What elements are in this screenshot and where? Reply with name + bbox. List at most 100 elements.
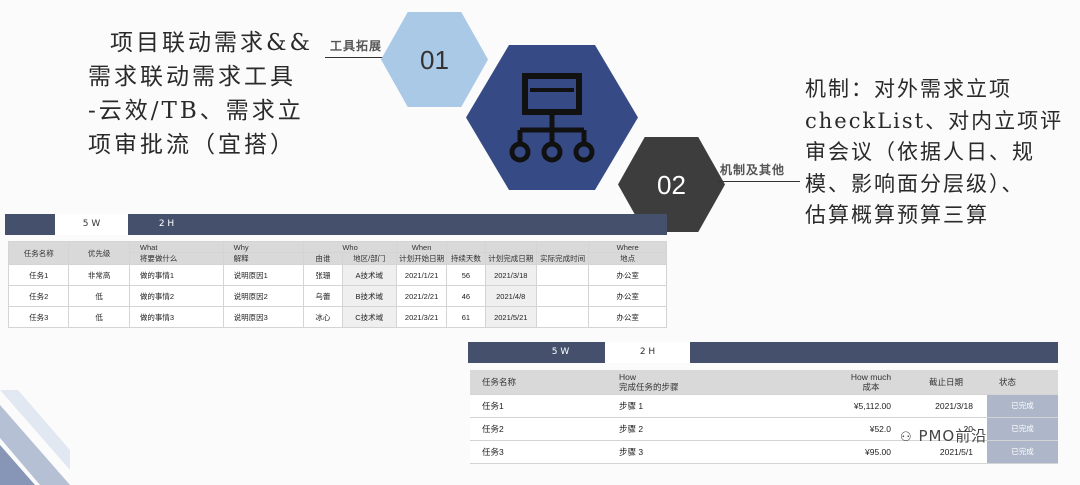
wechat-icon: ⚇ [900,430,913,445]
status-badge: 已完成 [987,440,1058,464]
col-how-much-sub: 成本 [862,381,880,392]
tab-2h[interactable]: 2 H [605,342,690,363]
cell: 办公室 [588,264,667,286]
cell: 冰心 [303,306,343,328]
cell: 2021/5/1 [905,440,987,464]
cell [535,306,590,328]
col-how-much: How much 成本 [837,370,905,395]
corner-decoration [0,390,70,485]
hierarchy-icon [509,73,595,163]
col-priority: 优先级 [68,241,130,265]
cell: 2021/3/18 [484,264,537,286]
right-text-line: 审会议（依据人日、规 [805,140,1035,164]
group-when: When [395,241,448,253]
watermark-text: PMO前沿 [918,427,988,445]
cell: 步骤 1 [607,394,837,418]
col-task-name: 任务名称 [470,370,607,395]
col-plan-start: 计划开始日期 [395,252,448,265]
cell: 低 [68,285,130,307]
cell: 张珊 [303,264,343,286]
tag-line [325,57,385,58]
cell: 步骤 2 [607,417,837,441]
col-why: 解释 [222,252,305,265]
table-row[interactable]: 任务1 非常高 做的事情1 说明原因1 张珊 A技术域 2021/1/21 56… [7,264,667,286]
five-w-table-panel: 5 W 2 H 任务名称 优先级 What Why Who When Where… [5,214,667,336]
right-text-line: 估算概算预算三算 [805,203,989,227]
cell: 任务2 [7,285,70,307]
col-duration: 持续天数 [446,252,486,265]
hex-01 [381,12,488,107]
cell: 非常高 [68,264,130,286]
group-where: Where [588,241,667,253]
cell: 2021/2/21 [395,285,448,307]
cell: ¥95.00 [837,440,905,464]
col-task-name: 任务名称 [7,241,70,265]
tab-5w[interactable]: 5 W [551,347,570,357]
table-row[interactable]: 任务1 步骤 1 ¥5,112.00 2021/3/18 已完成 [470,394,1058,418]
right-text-line: checkList、对内立项评 [805,108,1064,133]
right-text-line: 模、影响面分层级）、 [805,171,1025,196]
cell: 任务1 [7,264,70,286]
col-how-title: How [619,371,637,382]
left-text-line: 项审批流（宜搭） [88,132,296,158]
cell: 2021/5/21 [484,306,537,328]
cell: 任务2 [470,417,607,441]
cell: ¥52.0 [837,417,905,441]
mechanism-description: 机制：对外需求立项 checkList、对内立项评 审会议（依据人日、规 模、影… [805,74,1080,232]
col-who: 由谁 [303,252,343,265]
cell: C技术域 [341,306,397,328]
cell: 做的事情2 [128,285,224,307]
tab-bar [5,214,667,235]
cell: 低 [68,306,130,328]
two-h-table-panel: 5 W 2 H 任务名称 How 完成任务的步骤 How much 成本 截止日… [468,342,1058,467]
tag-line [718,181,800,182]
two-h-table: 任务名称 How 完成任务的步骤 How much 成本 截止日期 状态 任务1… [470,370,1058,464]
left-text-line: 项目联动需求&& [110,30,313,56]
cell: B技术域 [341,285,397,307]
cell: 办公室 [588,306,667,328]
cell: 办公室 [588,285,667,307]
group-what: What [128,241,224,253]
tag-tool-expansion: 工具拓展 [330,39,383,53]
cell: 说明原因3 [222,306,305,328]
left-text-line: 需求联动需求工具 [88,64,296,90]
col-how: How 完成任务的步骤 [607,370,837,395]
cell: 2021/3/18 [905,394,987,418]
cell: 任务3 [470,440,607,464]
table-row[interactable]: 任务2 低 做的事情2 说明原因2 乌蕾 B技术域 2021/2/21 46 2… [7,285,667,307]
status-badge: 已完成 [987,417,1058,441]
cell: 做的事情3 [128,306,224,328]
table-row[interactable]: 任务3 低 做的事情3 说明原因3 冰心 C技术域 2021/3/21 61 2… [7,306,667,328]
group-why: Why [222,241,305,253]
cell [535,285,590,307]
tag-mechanism: 机制及其他 [720,163,786,177]
cell: ¥5,112.00 [837,394,905,418]
col-status: 状态 [987,370,1058,395]
hex-02-number: 02 [657,170,686,200]
cell: 任务1 [470,394,607,418]
cell: 任务3 [7,306,70,328]
cell: 2021/1/21 [395,264,448,286]
col-how-much-title: How much [850,371,892,382]
tab-5w[interactable]: 5 W [55,214,128,235]
table-row[interactable]: 任务2 步骤 2 ¥52.0 20 已完成 [470,417,1058,441]
cell: 56 [446,264,486,286]
cell: 乌蕾 [303,285,343,307]
right-text-line: 机制：对外需求立项 [805,77,1012,101]
cell: 说明原因2 [222,285,305,307]
col-actual-end: 实际完成时间 [535,252,590,265]
cell: 2021/4/8 [484,285,537,307]
tab-2h[interactable]: 2 H [158,219,175,229]
cell: 步骤 3 [607,440,837,464]
table-row[interactable]: 任务3 步骤 3 ¥95.00 2021/5/1 已完成 [470,440,1058,464]
cell: 46 [446,285,486,307]
col-what: 将要做什么 [128,252,224,265]
col-plan-end: 计划完成日期 [484,252,537,265]
cell: 说明原因1 [222,264,305,286]
col-dept: 地区/部门 [341,252,397,265]
status-badge: 已完成 [987,394,1058,418]
tool-expansion-description: 项目联动需求&& 需求联动需求工具 -云效/TB、需求立 项审批流（宜搭） [88,26,328,162]
col-deadline: 截止日期 [905,370,987,395]
left-text-line: -云效/TB、需求立 [88,98,304,124]
five-w-table: 任务名称 优先级 What Why Who When Where 将要做什么 解… [7,241,667,328]
